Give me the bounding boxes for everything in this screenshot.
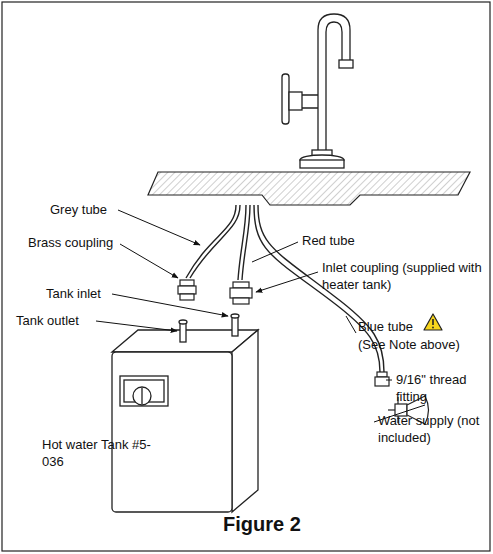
countertop	[148, 172, 470, 205]
hot-water-tank	[112, 314, 258, 512]
part-label: (See Note above)	[358, 336, 460, 353]
leader-lines	[96, 210, 425, 422]
part-label: Blue tube	[358, 318, 413, 335]
part-label: Water supply (not included)	[378, 412, 490, 446]
warning-symbol	[424, 314, 442, 330]
part-label: Red tube	[302, 232, 355, 249]
figure-caption: Figure 2	[223, 512, 301, 536]
part-label: Grey tube	[50, 201, 107, 218]
part-label: Tank inlet	[46, 285, 101, 302]
part-label: Hot water Tank #5-036	[42, 436, 154, 470]
part-label: Tank outlet	[16, 312, 79, 329]
part-label: Brass coupling	[28, 234, 113, 251]
faucet	[282, 14, 353, 168]
part-label: 9/16" thread fitting	[396, 371, 488, 405]
part-label: Inlet coupling (supplied with heater tan…	[322, 259, 482, 293]
